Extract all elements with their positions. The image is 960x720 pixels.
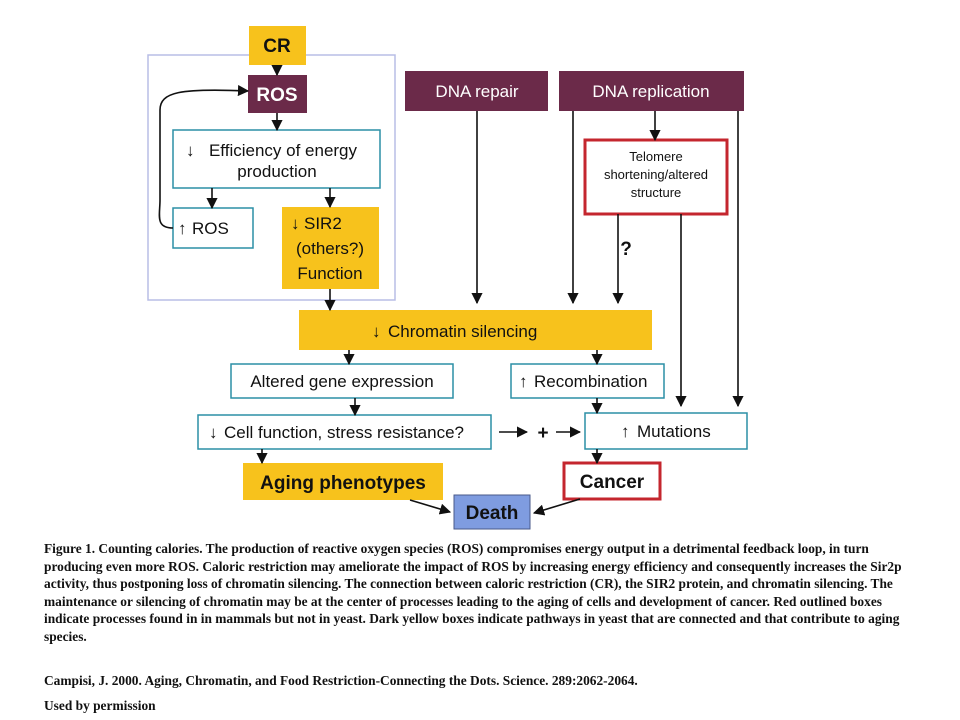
telomere-label-line1: Telomere [629, 149, 682, 164]
diagram: CR ROS ↓ Efficiency of energy production… [147, 26, 748, 530]
arrow-feedback-loop [158, 84, 250, 229]
citation: Campisi, J. 2000. Aging, Chromatin, and … [44, 673, 638, 688]
ros-small-up-arrow-icon: ↑ [178, 219, 187, 238]
dna-replication-box [559, 71, 744, 111]
altered-gene-label: Altered gene expression [250, 372, 433, 391]
mutations-label: Mutations [637, 422, 711, 441]
death-box [453, 494, 531, 530]
dna-repair-label: DNA repair [435, 82, 518, 101]
recombination-box [510, 363, 665, 399]
recombination-label: Recombination [534, 372, 647, 391]
efficiency-down-arrow-icon: ↓ [186, 141, 195, 160]
cr-label: CR [263, 36, 291, 57]
sir2-box [282, 207, 379, 289]
mutations-up-arrow-icon: ↑ [621, 422, 630, 441]
death-label: Death [466, 503, 519, 524]
permission-note: Used by permission [44, 698, 156, 713]
telomere-label-line2: shortening/altered [604, 167, 708, 182]
arrow-cancer-to-death [532, 498, 581, 516]
cell-function-label: Cell function, stress resistance? [224, 423, 464, 442]
chromatin-silencing-box [299, 310, 652, 350]
mutations-box [584, 412, 748, 450]
cell-function-box [197, 414, 492, 450]
dna-replication-label: DNA replication [592, 82, 709, 101]
ros-small-label: ROS [192, 219, 229, 238]
figure-caption: Figure 1. Counting calories. The product… [44, 541, 902, 644]
recombination-up-arrow-icon: ↑ [519, 372, 528, 391]
ros-small-box [172, 207, 254, 249]
chromatin-label: Chromatin silencing [388, 322, 537, 341]
aging-phenotypes-box [243, 463, 443, 500]
cancer-label: Cancer [580, 472, 645, 493]
plus-sign: + [537, 423, 548, 444]
efficiency-label-line1: Efficiency of energy [209, 141, 358, 160]
sir2-label-line2: (others?) [296, 239, 364, 258]
sir2-label-line3: Function [297, 264, 362, 283]
cr-box [249, 26, 306, 65]
chromatin-down-arrow-icon: ↓ [372, 322, 381, 341]
cancer-box [562, 461, 662, 501]
aging-phenotypes-label: Aging phenotypes [260, 473, 426, 494]
dna-repair-box [405, 71, 548, 111]
sir2-down-arrow-icon: ↓ [291, 214, 300, 233]
telomere-label-line3: structure [631, 185, 682, 200]
question-mark: ? [620, 239, 632, 260]
altered-gene-box [230, 363, 454, 399]
ros-top-box [248, 75, 307, 113]
ros-top-label: ROS [256, 85, 297, 106]
arrow-aging-to-death [409, 499, 452, 515]
cell-function-down-arrow-icon: ↓ [209, 423, 218, 442]
sir2-label-line1: SIR2 [304, 214, 342, 233]
efficiency-label-line2: production [237, 162, 316, 181]
